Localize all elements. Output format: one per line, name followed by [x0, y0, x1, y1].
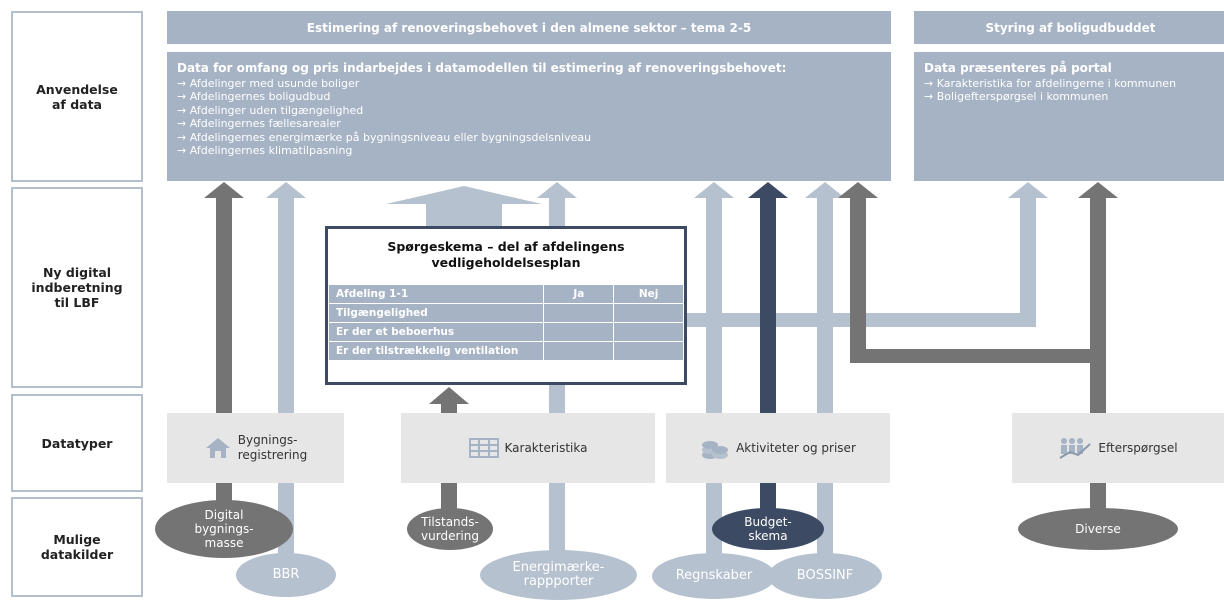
form-cell-yes: [543, 303, 615, 323]
source-accounts: Regnskaber: [652, 553, 776, 599]
bossinf-arrow-head: [805, 182, 845, 198]
usage-item: Afdelingernes klimatilpasning: [177, 144, 881, 158]
form-cell-yes: [543, 322, 615, 342]
header-housing: Styring af boligudbuddet: [914, 11, 1224, 44]
datatype-building-registration: Bygnings- registrering: [167, 413, 344, 483]
usage-item: Afdelingernes fællesarealer: [177, 117, 881, 131]
usage-item: Afdelingernes energimærke på bygningsniv…: [177, 131, 881, 145]
usage-box-housing: Data præsenteres på portal Karakteristik…: [914, 52, 1224, 181]
form-title: Spørgeskema – del af afdelingens vedlige…: [387, 239, 625, 270]
source-energy-reports: Energimærke- rappporter: [480, 550, 637, 600]
form-row: Er der tilstrækkelig ventilation: [327, 341, 684, 361]
row-label-sources: Mulige datakilder: [11, 497, 143, 597]
form-up-arrow-shaft: [426, 204, 502, 226]
regnskaber-arrow-head: [694, 182, 734, 198]
datatype-label: Aktiviteter og priser: [736, 441, 856, 455]
portal-arrow-head: [1008, 182, 1048, 198]
portal-arrow-shaft: [1020, 198, 1036, 326]
form-header-cell: Ja: [543, 284, 615, 304]
digital-arrow-shaft: [216, 198, 232, 538]
form-header-row: Afdeling 1-1 Ja Nej: [327, 284, 684, 304]
house-icon: [205, 438, 230, 458]
source-misc: Diverse: [1018, 508, 1178, 550]
bbr-arrow-head: [266, 182, 306, 198]
source-digital-building-stock: Digital bygnings- masse: [155, 500, 293, 558]
usage-title: Data præsenteres på portal: [924, 61, 1112, 75]
form-cell-no: [613, 303, 684, 323]
form-cell-no: [613, 322, 684, 342]
diverse-branch-head: [838, 182, 878, 198]
form-header-cell: Afdeling 1-1: [327, 284, 545, 304]
usage-item: Afdelingernes boligudbud: [177, 90, 881, 104]
bbr-arrow-shaft: [278, 198, 294, 578]
datatype-label: Karakteristika: [504, 441, 588, 455]
budget-arrow-head: [748, 182, 788, 198]
coins-icon: [702, 441, 729, 459]
form-row: Er der et beboerhus: [327, 322, 684, 342]
tilstand-arrow-head: [429, 387, 469, 404]
form-up-arrow-head: [386, 186, 542, 204]
row-label-reporting: Ny digital indberetning til LBF: [11, 187, 143, 388]
form-cell-no: [613, 341, 684, 361]
datatype-label: Bygnings- registrering: [237, 433, 308, 462]
table-icon: [468, 438, 499, 458]
form-cell-yes: [543, 341, 615, 361]
header-renovation: Estimering af renoveringsbehovet i den a…: [167, 11, 891, 44]
form-table: Afdeling 1-1 Ja Nej Tilgængelighed Er de…: [327, 284, 684, 361]
people-chart-icon: [1059, 438, 1092, 459]
datatype-characteristics: Karakteristika: [401, 413, 655, 483]
row-label-usage: Anvendelse af data: [11, 11, 143, 182]
bossinf-arrow-shaft: [817, 198, 833, 568]
usage-item: Karakteristika for afdelingerne i kommun…: [924, 77, 1217, 91]
usage-title: Data for omfang og pris indarbejdes i da…: [177, 61, 787, 75]
datatype-demand: Efterspørgsel: [1012, 413, 1224, 483]
usage-item: Afdelinger med usunde boliger: [177, 77, 881, 91]
form-header-cell: Nej: [613, 284, 684, 304]
datatype-activities-prices: Aktiviteter og priser: [666, 413, 890, 483]
questionnaire-form: Spørgeskema – del af afdelingens vedlige…: [325, 226, 687, 385]
usage-box-renovation: Data for omfang og pris indarbejdes i da…: [167, 52, 891, 181]
source-bbr: BBR: [236, 553, 336, 597]
row-label-datatypes: Datatyper: [11, 394, 143, 492]
diverse-arrow-head: [1078, 182, 1118, 198]
diverse-branch-vertical: [850, 198, 866, 363]
datatype-label: Efterspørgsel: [1098, 441, 1178, 455]
usage-item: Afdelinger uden tilgængelighed: [177, 104, 881, 118]
source-budget-form: Budget- skema: [712, 508, 824, 550]
form-row: Tilgængelighed: [327, 303, 684, 323]
regnskaber-arrow-shaft: [706, 198, 722, 568]
diverse-branch-horizontal: [850, 349, 1106, 363]
form-row-label: Er der et beboerhus: [327, 322, 545, 342]
usage-item: Boligefterspørgsel i kommunen: [924, 90, 1217, 104]
source-bossinf: BOSSINF: [768, 553, 882, 599]
energi-arrow-head: [537, 182, 577, 198]
source-condition-assessment: Tilstands- vurdering: [407, 508, 493, 550]
form-row-label: Tilgængelighed: [327, 303, 545, 323]
digital-arrow-head: [204, 182, 244, 198]
form-row-label: Er der tilstrækkelig ventilation: [327, 341, 545, 361]
